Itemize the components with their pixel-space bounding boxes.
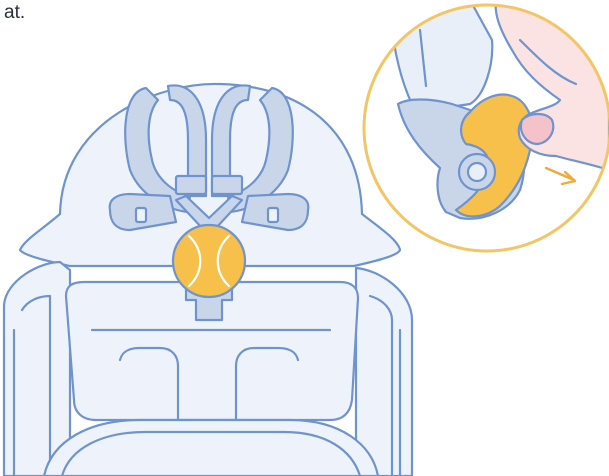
- round-buckle-icon: [173, 225, 245, 297]
- callout-detail: [364, 0, 609, 251]
- strap-adjuster-right: [212, 176, 242, 194]
- chair-frame-right: [356, 268, 412, 476]
- strap-adjuster-left: [176, 176, 206, 194]
- chair-footrest: [44, 420, 378, 476]
- callout-fingernail: [521, 114, 553, 144]
